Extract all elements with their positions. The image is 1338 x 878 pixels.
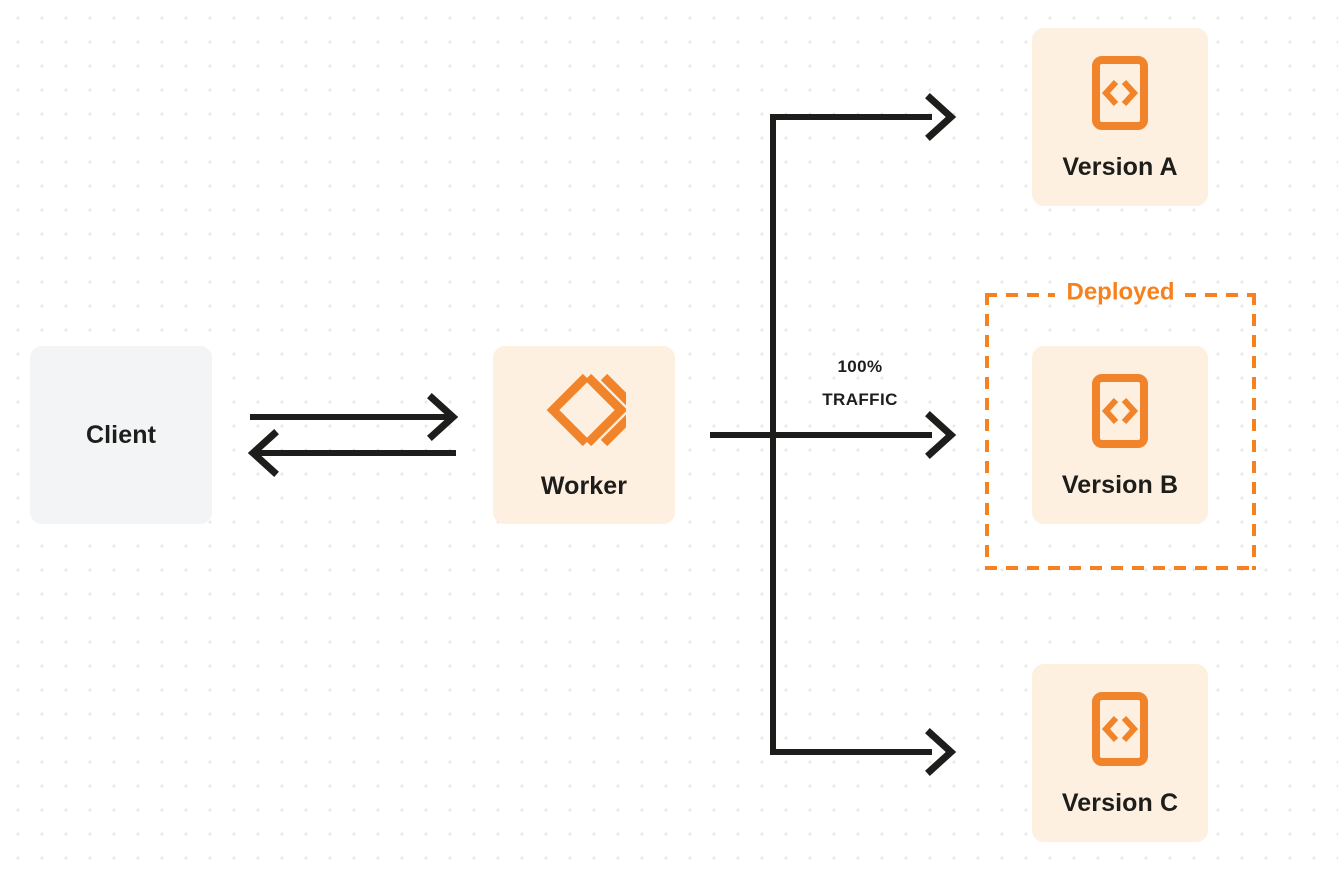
node-client[interactable]: Client	[30, 346, 212, 524]
connector-worker-to-version-b	[773, 411, 957, 459]
traffic-percent: 100%	[837, 357, 883, 376]
connector-worker-to-client	[247, 429, 456, 477]
node-worker-label: Worker	[540, 471, 628, 500]
group-border-top-right	[1184, 293, 1256, 297]
node-client-label: Client	[85, 420, 157, 449]
connector-worker-to-version-c	[770, 728, 957, 776]
group-border-right	[1252, 293, 1256, 570]
node-version-c-label: Version C	[1061, 788, 1179, 817]
group-border-top-left	[985, 293, 1055, 297]
traffic-word: TRAFFIC	[822, 390, 898, 410]
deployed-group: Deployed	[985, 280, 1256, 570]
connector-trunk	[710, 114, 776, 755]
code-file-icon	[1091, 373, 1149, 449]
deployed-label: Deployed	[1056, 280, 1185, 305]
group-border-left	[985, 293, 989, 570]
node-worker[interactable]: Worker	[493, 346, 675, 524]
connector-client-to-worker	[250, 393, 459, 441]
group-border-bottom	[985, 566, 1256, 570]
node-version-b[interactable]: Version B	[1032, 346, 1208, 524]
node-version-a-label: Version A	[1062, 152, 1178, 181]
code-file-icon	[1091, 55, 1149, 131]
node-version-c[interactable]: Version C	[1032, 664, 1208, 842]
node-version-b-label: Version B	[1061, 470, 1179, 499]
cloudflare-workers-logo-icon	[542, 372, 626, 448]
traffic-annotation: 100% TRAFFIC	[790, 350, 930, 416]
code-file-icon	[1091, 691, 1149, 767]
node-version-a[interactable]: Version A	[1032, 28, 1208, 206]
connector-worker-to-version-a	[770, 93, 957, 141]
